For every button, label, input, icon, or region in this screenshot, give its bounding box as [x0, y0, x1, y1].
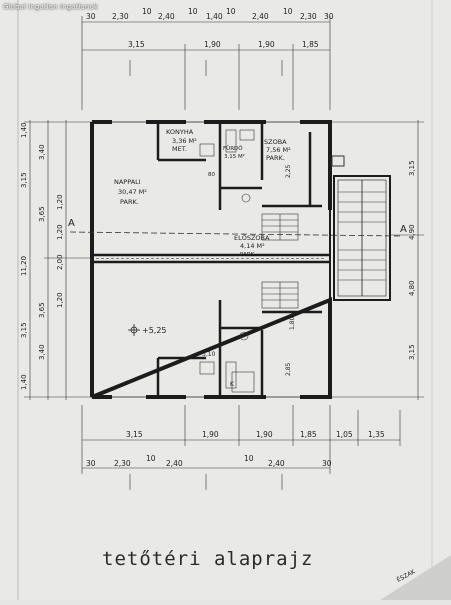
- room-name-bedroom: SZOBA: [264, 138, 287, 146]
- section-marker-right: A: [400, 224, 407, 235]
- top-dimensions: [81, 16, 331, 110]
- dim-label: 10: [188, 7, 198, 16]
- chimney-box: [331, 155, 345, 167]
- dim-label: 4,90: [408, 224, 416, 240]
- interior-walls-lower: [156, 300, 322, 397]
- dim-label: 2,00: [56, 254, 64, 270]
- dim-label: 3,15: [20, 172, 28, 188]
- room-area-bedroom: 7,56 M²: [266, 146, 291, 154]
- dim-label: 1,40: [206, 12, 223, 21]
- dim-label: 2,30: [112, 12, 129, 21]
- fixtures: [199, 129, 255, 393]
- external-stair-treads: [338, 191, 386, 281]
- dim-label: 3,15: [408, 344, 416, 360]
- internal-stair-lower: [261, 281, 299, 309]
- external-staircase: [333, 175, 391, 301]
- left-labels: 1,40 3,40 3,15 3,65 11,20 3,65 3,15 3,40…: [20, 122, 64, 390]
- room-name-hall: ELŐSZOBA: [234, 233, 270, 242]
- bottom-dimensions: [81, 405, 401, 474]
- dim-label: 3,10: [202, 351, 216, 358]
- room-note-kitchen: MET.: [172, 145, 187, 153]
- dim-label: 3,15: [20, 322, 28, 338]
- room-name-living: NAPPALI: [114, 178, 141, 186]
- dim-label: 1,85: [300, 430, 317, 439]
- dim-label: 1,85: [302, 40, 319, 49]
- room-note-hall: PARK.: [240, 252, 256, 258]
- section-marker-left: A: [68, 218, 75, 229]
- dim-label: 2,40: [252, 12, 269, 21]
- dim-label: 2,40: [268, 459, 285, 468]
- dim-label: 10: [244, 454, 254, 463]
- room-name-bath: FÜRDŐ: [223, 145, 243, 152]
- dim-label: 1,20: [56, 292, 64, 308]
- room-area-kitchen: 3,36 M²: [172, 137, 197, 145]
- bottom-window-marks: [129, 474, 283, 490]
- right-dimensions: [330, 120, 424, 400]
- room-name-kitchen: KONYHA: [166, 128, 194, 136]
- top-outer-labels: 30 2,30 10 2,40 10 1,40 10 2,40 10 2,30 …: [86, 7, 334, 21]
- dim-label: 3,40: [38, 344, 46, 360]
- dim-label: 2,30: [300, 12, 317, 21]
- outer-walls: [90, 120, 332, 399]
- dim-label: 30: [322, 459, 332, 468]
- dim-label: 2,85: [285, 362, 292, 376]
- left-dimensions: [24, 120, 92, 400]
- bottom-outer-labels: 30 2,30 10 2,40 10 2,40 30: [86, 454, 332, 468]
- dim-label: 10: [142, 7, 152, 16]
- dim-label: 1,05: [336, 430, 353, 439]
- room-labels: KONYHA 3,36 M² MET. FÜRDŐ 3,15 M² SZOBA …: [114, 128, 291, 258]
- internal-stair-upper: [261, 213, 299, 241]
- dim-label: 10: [146, 454, 156, 463]
- window-height-marks: [129, 60, 283, 76]
- dim-label: 3,65: [38, 206, 46, 222]
- window-lines: [112, 121, 300, 398]
- dim-label: 4,80: [408, 280, 416, 296]
- dim-label: 11,20: [20, 256, 28, 276]
- dim-label: 30: [86, 459, 96, 468]
- dim-label: 3,15: [126, 430, 143, 439]
- section-line: [69, 231, 401, 237]
- room-area-hall: 4,14 M²: [240, 242, 265, 250]
- dim-label: 1,35: [368, 430, 385, 439]
- dim-label: 30: [324, 12, 334, 21]
- dim-label: 10: [226, 7, 236, 16]
- watermark-text: Global Ingatlan Ingatlanok: [3, 3, 99, 11]
- dim-label: 3,15: [408, 160, 416, 176]
- right-labels: 3,15 4,90 4,80 3,15: [408, 160, 416, 360]
- dim-label: 1,90: [258, 40, 275, 49]
- top-inner-labels: 3,15 1,90 1,90 1,85: [128, 40, 319, 49]
- dim-label: 1,20: [56, 224, 64, 240]
- bottom-inner-labels: 3,15 1,90 1,90 1,85 1,05 1,35: [126, 430, 385, 439]
- room-area-bath: 3,15 M²: [224, 153, 245, 160]
- dim-label: 3,15: [128, 40, 145, 49]
- dim-label: 1,90: [202, 430, 219, 439]
- dim-label: 3,40: [38, 144, 46, 160]
- level-marker: +5,25: [128, 324, 167, 336]
- dim-label: 1,90: [256, 430, 273, 439]
- level-value: +5,25: [142, 326, 167, 335]
- dim-label: 1,80: [289, 316, 296, 330]
- room-note-bedroom: PARK.: [266, 154, 285, 162]
- dim-label: 30: [86, 12, 96, 21]
- dim-label: 80: [208, 172, 215, 178]
- interior-walls-upper: [156, 122, 322, 210]
- dim-label: 2,40: [158, 12, 175, 21]
- dim-label: 1,20: [56, 194, 64, 210]
- dim-label: 3,65: [38, 302, 46, 318]
- inner-dim-labels: 2,25 2,85 1,80 3,10 80 K: [202, 164, 296, 388]
- party-wall: [92, 253, 330, 264]
- dim-label: 1,40: [20, 374, 28, 390]
- dim-label: K: [230, 381, 235, 388]
- dim-label: 2,25: [285, 164, 292, 178]
- dim-label: 1,90: [204, 40, 221, 49]
- plan-title: tetőtéri alaprajz: [102, 548, 314, 570]
- dim-label: 2,40: [166, 459, 183, 468]
- dim-label: 10: [283, 7, 293, 16]
- dim-label: 1,40: [20, 122, 28, 138]
- room-area-living: 30,47 M²: [118, 188, 147, 196]
- room-note-living: PARK.: [120, 198, 139, 206]
- dim-label: 2,30: [114, 459, 131, 468]
